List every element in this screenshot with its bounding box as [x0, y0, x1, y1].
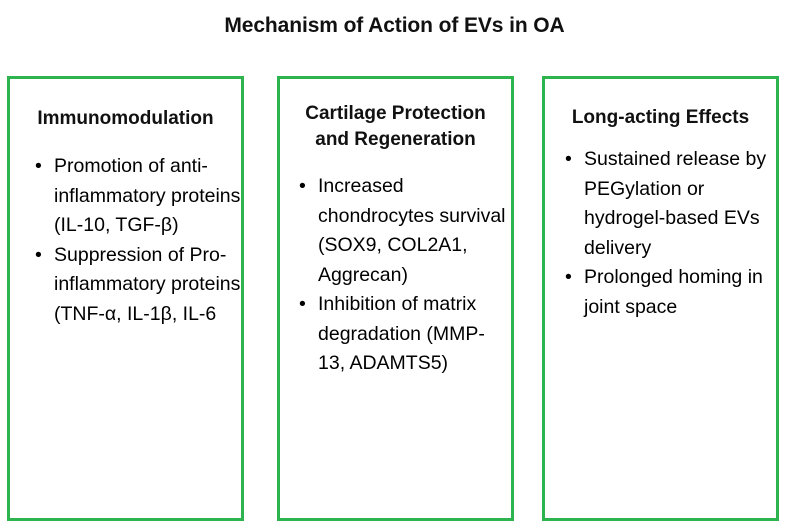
- list-item-text: Prolonged homing in joint space: [584, 266, 763, 318]
- list-item-text: Sustained release by PEGylation or hydro…: [584, 148, 767, 259]
- figure-title: Mechanism of Action of EVs in OA: [224, 14, 565, 37]
- list-item: • Inhibition of matrix degradation (MMP-…: [298, 290, 511, 379]
- bullet-dot-icon: •: [565, 266, 572, 288]
- bullet-list: • Sustained release by PEGylation or hyd…: [545, 145, 776, 322]
- bullet-dot-icon: •: [299, 175, 306, 197]
- list-item-text: Suppression of Pro-inflammatory proteins…: [54, 243, 241, 325]
- list-item: • Suppression of Pro-inflammatory protei…: [34, 241, 241, 330]
- panel-heading: Immunomodulation: [37, 108, 214, 129]
- list-item: • Increased chondrocytes survival (SOX9,…: [298, 172, 511, 290]
- panel-cartilage-protection-and-regeneration: Cartilage Protection and Regeneration • …: [277, 76, 514, 521]
- panel-heading: Cartilage Protection and Regeneration: [305, 103, 486, 150]
- panel-immunomodulation: Immunomodulation • Promotion of anti-inf…: [7, 76, 244, 521]
- bullet-list: • Promotion of anti-inflammatory protein…: [10, 152, 241, 329]
- bullet-dot-icon: •: [565, 148, 572, 170]
- list-item: • Prolonged homing in joint space: [564, 263, 776, 322]
- list-item: • Sustained release by PEGylation or hyd…: [564, 145, 776, 263]
- list-item-text: Promotion of anti-inflammatory proteins …: [54, 155, 241, 236]
- panel-heading: Long-acting Effects: [571, 107, 750, 128]
- bullet-dot-icon: •: [35, 155, 42, 177]
- list-item-text: Increased chondrocytes survival (SOX9, C…: [318, 175, 506, 286]
- list-item: • Promotion of anti-inflammatory protein…: [34, 152, 241, 241]
- bullet-dot-icon: •: [299, 293, 306, 315]
- bullet-list: • Increased chondrocytes survival (SOX9,…: [280, 172, 511, 379]
- bullet-dot-icon: •: [35, 243, 42, 266]
- panel-long-acting-effects: Long-acting Effects • Sustained release …: [542, 76, 779, 521]
- list-item-text: Inhibition of matrix degradation (MMP-13…: [318, 293, 485, 374]
